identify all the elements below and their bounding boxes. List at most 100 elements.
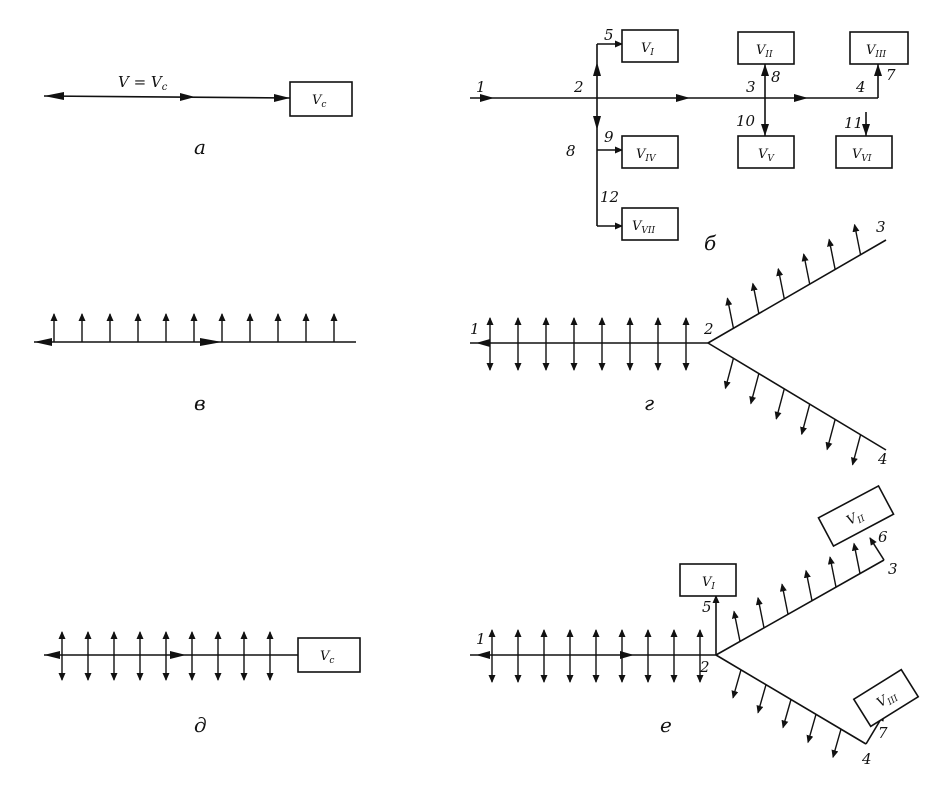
- outflow-arrow: [825, 419, 836, 451]
- node-label: 7: [878, 724, 888, 742]
- branch-upper: [707, 239, 887, 344]
- consumer-box-v4: [621, 135, 679, 169]
- outflow-arrow: [800, 403, 811, 436]
- node-label: 6: [878, 528, 888, 546]
- panel-e: 5 VI 6 VII 7 VIII 1 2 3 4 е: [470, 484, 920, 768]
- consumer-box: [289, 81, 353, 117]
- consumer-box-label: Vс: [312, 93, 326, 110]
- node-label: 4: [861, 750, 872, 768]
- panel-b: 1 2 5 VI 8 9 VIV 12 VVII 3 8 10 VII VV 4: [470, 26, 909, 255]
- outflow-arrows: [50, 313, 338, 342]
- arrowhead-icon: [593, 62, 601, 76]
- arrowhead-icon: [676, 94, 690, 102]
- node-label: 4: [877, 450, 888, 468]
- outflow-arrows: [488, 542, 861, 759]
- node-label: 2: [703, 320, 714, 338]
- arrowhead-icon: [180, 93, 195, 101]
- panel-caption: б: [704, 231, 717, 255]
- node-label: 5: [702, 598, 712, 616]
- arrowhead-icon: [761, 124, 769, 136]
- consumer-box: [297, 637, 361, 673]
- arrowhead-icon: [200, 338, 222, 346]
- panel-a: V = Vс Vс а: [43, 73, 353, 159]
- arrowhead-icon: [480, 94, 494, 102]
- consumer-box-v2: [737, 31, 795, 65]
- arrowhead-icon: [620, 651, 634, 659]
- arrowhead-icon: [761, 64, 769, 76]
- arrowhead-icon: [34, 338, 52, 346]
- node-label: 3: [746, 78, 756, 96]
- consumer-box-label: VIV: [636, 147, 657, 164]
- panel-caption: е: [660, 713, 672, 737]
- panel-caption: г: [644, 391, 654, 415]
- arrowhead-icon: [874, 64, 882, 76]
- node-label: 3: [876, 218, 886, 236]
- node-label: 4: [855, 78, 866, 96]
- node-label: 11: [844, 114, 863, 132]
- consumer-box-label: VIII: [866, 43, 887, 60]
- node-label: 8: [771, 68, 781, 86]
- outflow-arrow: [774, 388, 785, 420]
- consumer-box-v2: VII: [817, 484, 895, 548]
- outflow-arrow: [723, 358, 735, 390]
- node-label: 9: [604, 128, 614, 146]
- outflow-arrow: [852, 223, 862, 255]
- outflow-arrow: [801, 253, 811, 285]
- outflow-arrow: [827, 556, 837, 588]
- node-label: 1: [476, 630, 486, 648]
- consumer-box-label: VV: [758, 147, 775, 164]
- arrowhead-icon: [794, 94, 808, 102]
- consumer-box-v7: [621, 207, 679, 241]
- node-label: 5: [604, 26, 614, 44]
- node-label: 10: [736, 112, 756, 130]
- outflow-arrow: [750, 282, 760, 314]
- outflow-arrow: [725, 297, 735, 329]
- arrowhead-icon: [44, 651, 60, 659]
- arrowhead-icon: [862, 124, 870, 136]
- node-label: 3: [888, 560, 898, 578]
- consumer-box-v3: [849, 31, 909, 65]
- outflow-arrow: [806, 714, 817, 744]
- panel-caption: в: [194, 391, 206, 415]
- outflow-arrow: [731, 669, 742, 699]
- consumer-box-v3: VIII: [852, 668, 920, 728]
- outflow-arrow: [827, 238, 836, 270]
- panel-v: в: [34, 313, 356, 415]
- consumer-box-label: Vс: [320, 649, 334, 666]
- consumer-box-label: VVII: [632, 219, 655, 236]
- arrowhead-icon: [44, 92, 64, 100]
- pipe-line: [43, 95, 291, 99]
- panel-d: Vс д: [44, 631, 361, 737]
- panel-g: 1 2 3 4 г: [470, 218, 888, 468]
- node-label: 8: [566, 142, 576, 160]
- outflow-arrows: [58, 631, 274, 681]
- consumer-box-label: VI: [641, 41, 654, 58]
- node-label: 1: [476, 78, 486, 96]
- arrowhead-icon: [170, 651, 186, 659]
- consumer-box-label: VVI: [852, 147, 872, 164]
- outflow-arrow: [803, 569, 813, 601]
- arrowhead-icon: [593, 116, 601, 130]
- consumer-box-label: VI: [702, 575, 715, 592]
- outflow-arrow: [755, 596, 765, 628]
- consumer-box-label: VII: [756, 43, 773, 60]
- branch-line: [869, 537, 885, 561]
- arrowhead-icon: [274, 94, 290, 102]
- outflow-arrow: [749, 373, 760, 405]
- outflow-arrow: [731, 610, 741, 642]
- node-label: 2: [699, 658, 710, 676]
- node-label: 7: [886, 66, 896, 84]
- arrowhead-icon: [476, 651, 490, 659]
- branch-lower: [707, 342, 887, 451]
- node-label: 1: [470, 320, 480, 338]
- node-label: 2: [573, 78, 584, 96]
- outflow-arrow: [779, 583, 789, 615]
- consumer-box-v1: [679, 563, 737, 597]
- node-label: 12: [600, 188, 619, 206]
- outflow-arrow: [851, 542, 861, 574]
- outflow-arrows: [486, 223, 862, 466]
- outflow-arrow: [756, 684, 767, 714]
- consumer-box-v5: [737, 135, 795, 169]
- arrowhead-icon: [476, 339, 490, 347]
